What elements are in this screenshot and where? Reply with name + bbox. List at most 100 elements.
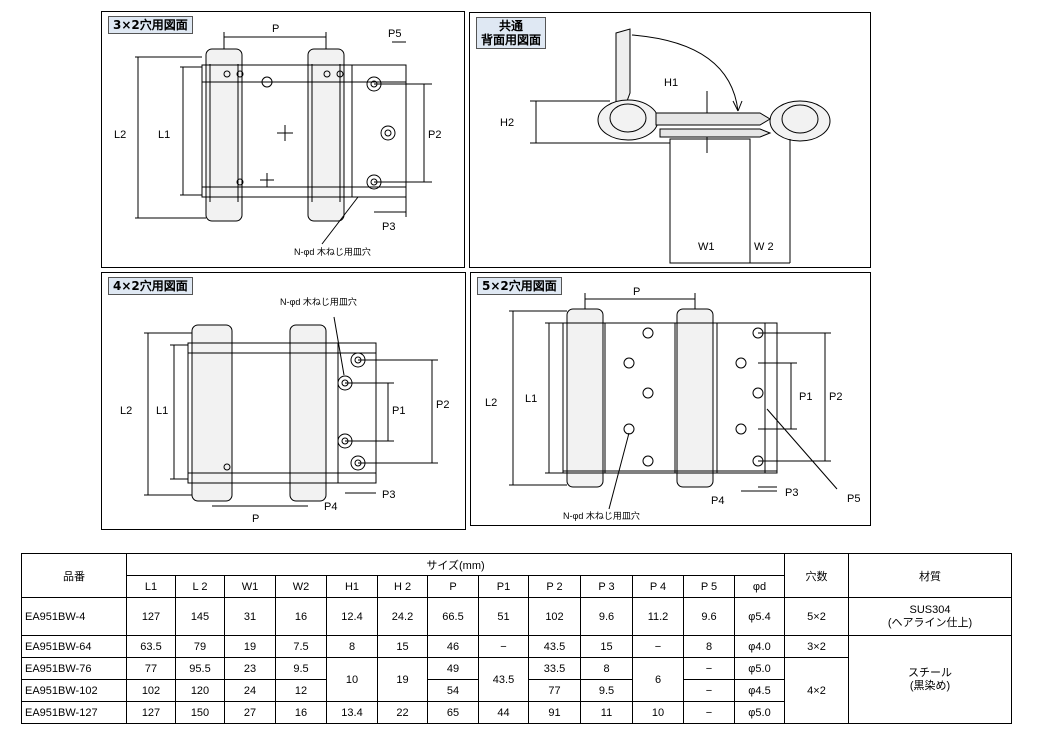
panel-title: 共通 背面用図面 (476, 17, 547, 49)
col-header: W2 (275, 575, 327, 598)
cell: 15 (580, 635, 633, 658)
cell: φ5.0 (734, 657, 785, 680)
dim-p4: P4 (324, 501, 338, 513)
cell: 31 (224, 597, 276, 636)
cell: φ4.5 (734, 679, 785, 702)
cell: 91 (528, 701, 581, 724)
col-header: P1 (478, 575, 529, 598)
col-header: W1 (224, 575, 276, 598)
cell: 11 (580, 701, 633, 724)
cell: 22 (377, 701, 428, 724)
col-header: L1 (126, 575, 176, 598)
col-header: P 3 (580, 575, 633, 598)
cell: 63.5 (126, 635, 176, 658)
cell: φ5.4 (734, 597, 785, 636)
part-number: EA951BW-76 (21, 657, 127, 680)
dim-l1: L1 (158, 129, 171, 141)
cell: 9.5 (580, 679, 633, 702)
part-number: EA951BW-64 (21, 635, 127, 658)
cell: 23 (224, 657, 276, 680)
header-material: 材質 (848, 553, 1012, 598)
cell: 11.2 (632, 597, 684, 636)
hole-count: 3×2 (784, 635, 849, 658)
table-row: EA951BW-102 102 120 24 12 54 77 9.5 − φ4… (21, 679, 1012, 702)
cell: 54 (427, 679, 479, 702)
cell: 43.5 (528, 635, 581, 658)
material: スチール (黒染め) (848, 635, 1012, 724)
cell: 27 (224, 701, 276, 724)
dim-p2: P2 (829, 391, 843, 403)
col-header: P 4 (632, 575, 684, 598)
material-name: スチール (908, 666, 952, 679)
cell: 6 (632, 657, 684, 702)
cell: 33.5 (528, 657, 581, 680)
dim-p2: P2 (428, 129, 442, 141)
dim-p: P (272, 23, 280, 35)
cell: 16 (275, 701, 327, 724)
hinge-drawing-4x2 (144, 316, 438, 507)
material-finish: (ヘアライン仕上) (887, 616, 973, 629)
cell: 66.5 (427, 597, 479, 636)
drawing-4x2: 4×2穴用図面 N-φd 木ねじ用皿穴 L2 L1 P1 P2 P3 P4 P (101, 272, 466, 530)
cell: − (683, 701, 735, 724)
dim-l2: L2 (485, 397, 498, 409)
header-hole-count: 穴数 (784, 553, 849, 598)
cell: 44 (478, 701, 529, 724)
cell: 8 (326, 635, 378, 658)
cell: 43.5 (478, 657, 529, 702)
hinge-drawing-3x2 (135, 32, 432, 245)
dim-p4: P4 (711, 495, 725, 507)
cell: 19 (377, 657, 428, 702)
screw-hole-note: N-φd 木ねじ用皿穴 (294, 247, 371, 257)
cell: 77 (126, 657, 176, 680)
header-part-number: 品番 (21, 553, 127, 598)
table-row: EA951BW-127 127 150 27 16 13.4 22 65 44 … (21, 701, 1012, 724)
dim-p3: P3 (382, 221, 396, 233)
drawing-3x2: 3×2穴用図面 P P5 L2 L1 P2 P3 N-φd 木ねじ用皿穴 (101, 11, 465, 268)
cell: 10 (632, 701, 684, 724)
panel-title: 3×2穴用図面 (108, 16, 193, 34)
dim-p5: P5 (388, 28, 402, 40)
back-view-drawing (530, 28, 831, 264)
dim-l2: L2 (114, 129, 127, 141)
cell: φ5.0 (734, 701, 785, 724)
dim-p3: P3 (785, 487, 799, 499)
cell: − (478, 635, 529, 658)
dim-p: P (633, 286, 641, 298)
table-row: EA951BW-4 127 145 31 16 12.4 24.2 66.5 5… (21, 597, 1012, 636)
col-header: H 2 (377, 575, 428, 598)
dim-p1: P1 (392, 405, 406, 417)
cell: 12 (275, 679, 327, 702)
col-header: H1 (326, 575, 378, 598)
material-finish: (黒染め) (909, 679, 951, 692)
cell: 13.4 (326, 701, 378, 724)
cell: − (632, 635, 684, 658)
screw-hole-note: N-φd 木ねじ用皿穴 (280, 297, 357, 307)
cell: 12.4 (326, 597, 378, 636)
cell: 65 (427, 701, 479, 724)
cell: 7.5 (275, 635, 327, 658)
cell: 77 (528, 679, 581, 702)
panel-title: 5×2穴用図面 (477, 277, 562, 295)
cell: 150 (175, 701, 225, 724)
material-name: SUS304 (909, 603, 951, 616)
cell: 145 (175, 597, 225, 636)
cell: 9.5 (275, 657, 327, 680)
col-header: P (427, 575, 479, 598)
cell: 127 (126, 597, 176, 636)
cell: − (683, 657, 735, 680)
dim-p2: P2 (436, 399, 450, 411)
col-header: L 2 (175, 575, 225, 598)
header-row: 品番 サイズ(mm) 穴数 材質 (21, 553, 1012, 598)
cell: 24 (224, 679, 276, 702)
part-number: EA951BW-4 (21, 597, 127, 636)
dim-p: P (252, 513, 260, 525)
hole-count: 5×2 (784, 597, 849, 636)
cell: − (683, 679, 735, 702)
panel-title: 4×2穴用図面 (108, 277, 193, 295)
cell: 79 (175, 635, 225, 658)
cell: 8 (580, 657, 633, 680)
cell: 10 (326, 657, 378, 702)
dim-w1: W1 (698, 241, 715, 253)
drawing-5x2: 5×2穴用図面 P L2 L1 P1 P2 P3 P4 P5 N-φd 木ねじ用… (470, 272, 871, 526)
